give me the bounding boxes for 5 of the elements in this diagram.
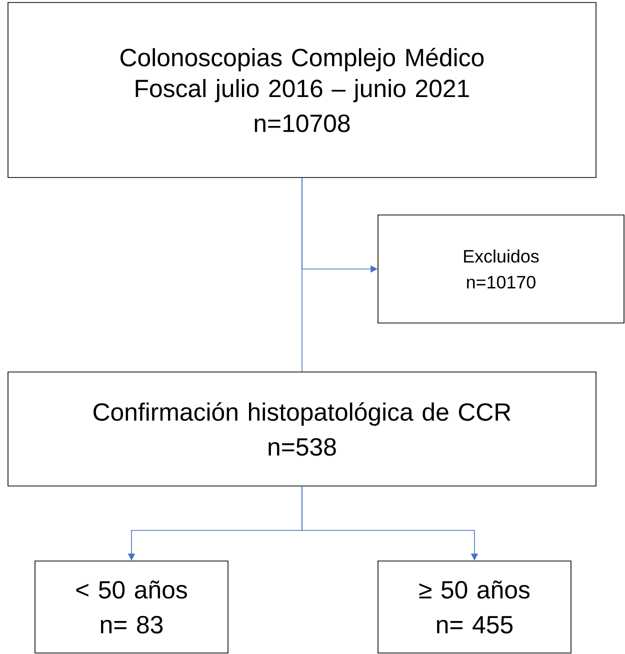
process-box: Confirmación histopatológica de CCR n=538	[8, 372, 596, 486]
process-box: Colonoscopias Complejo Médico Foscal julio 2016 – junio 2021 n=10708	[8, 2, 596, 178]
process-box: < 50 años n= 83	[34, 560, 228, 654]
process-box: Excluidos n=10170	[378, 214, 624, 324]
process-box: ≥ 50 años n= 455	[378, 560, 572, 654]
